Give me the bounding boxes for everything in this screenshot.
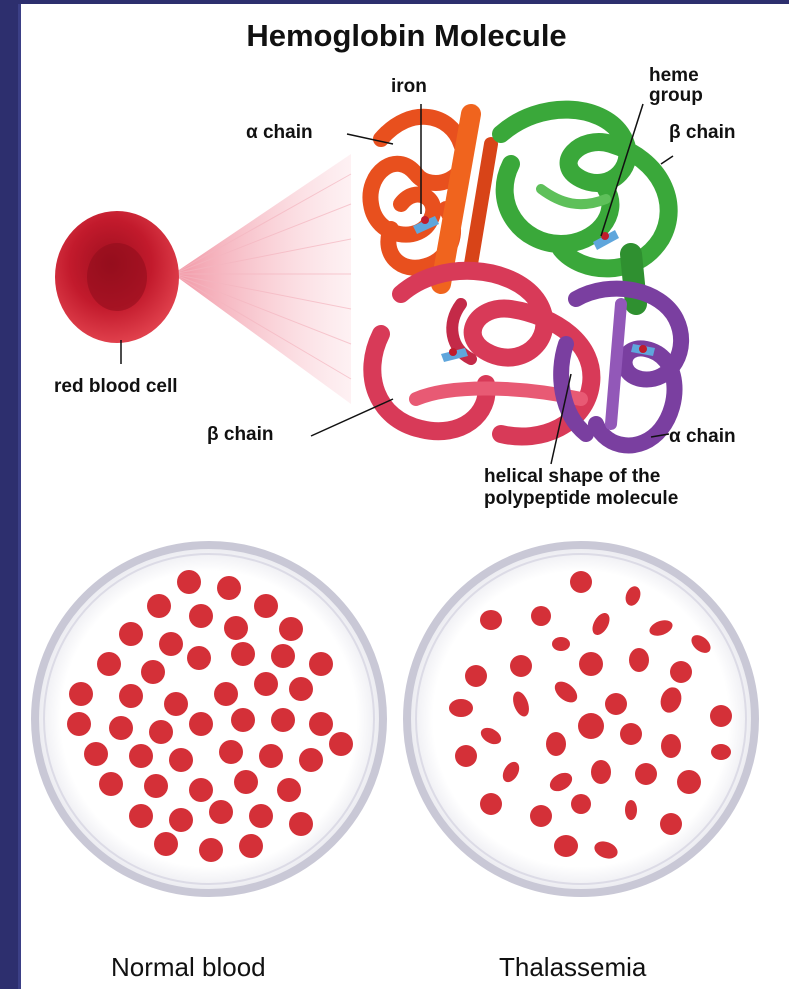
blood-cell bbox=[279, 617, 303, 641]
diagram-frame: Hemoglobin Molecule bbox=[18, 4, 789, 989]
blood-cell bbox=[189, 604, 213, 628]
label-beta-chain-bottom: β chain bbox=[207, 424, 274, 446]
blood-cell bbox=[531, 606, 551, 626]
blood-cell bbox=[199, 838, 223, 862]
blood-cell bbox=[99, 772, 123, 796]
blood-cell bbox=[169, 748, 193, 772]
blood-cell bbox=[84, 742, 108, 766]
blood-cell bbox=[289, 677, 313, 701]
blood-cell bbox=[710, 705, 732, 727]
blood-cell bbox=[129, 804, 153, 828]
blood-cell bbox=[189, 712, 213, 736]
blood-cell bbox=[219, 740, 243, 764]
label-red-blood-cell: red blood cell bbox=[54, 376, 178, 398]
blood-cell bbox=[309, 712, 333, 736]
blood-cell bbox=[277, 778, 301, 802]
blood-cell bbox=[159, 632, 183, 656]
blood-cell bbox=[510, 655, 532, 677]
blood-cell bbox=[119, 684, 143, 708]
label-helical-shape: helical shape of the polypeptide molecul… bbox=[484, 466, 678, 510]
blood-cell bbox=[97, 652, 121, 676]
blood-cell bbox=[309, 652, 333, 676]
blood-cell bbox=[449, 699, 473, 717]
blood-cell bbox=[67, 712, 91, 736]
blood-cell bbox=[217, 576, 241, 600]
label-heme-group: heme group bbox=[649, 66, 703, 106]
blood-cell bbox=[465, 665, 487, 687]
beta-chain-top-shape bbox=[501, 110, 669, 304]
blood-cell bbox=[591, 760, 611, 784]
caption-normal-blood: Normal blood bbox=[111, 952, 266, 983]
blood-cell bbox=[147, 594, 171, 618]
blood-cell bbox=[571, 794, 591, 814]
blood-cell bbox=[109, 716, 133, 740]
blood-cell bbox=[144, 774, 168, 798]
blood-cell bbox=[224, 616, 248, 640]
blood-cell bbox=[249, 804, 273, 828]
blood-cell bbox=[530, 805, 552, 827]
blood-cell bbox=[299, 748, 323, 772]
blood-cell bbox=[579, 652, 603, 676]
blood-cell bbox=[661, 734, 681, 758]
blood-cell bbox=[271, 644, 295, 668]
blood-cell bbox=[214, 682, 238, 706]
blood-cell bbox=[546, 732, 566, 756]
alpha-chain-bottom-shape bbox=[561, 289, 681, 446]
blood-cell bbox=[480, 610, 502, 630]
blood-cell bbox=[711, 744, 731, 760]
alpha-chain-top-shape bbox=[370, 114, 491, 284]
label-alpha-chain-top: α chain bbox=[246, 122, 313, 144]
blood-cell bbox=[329, 732, 353, 756]
blood-cell bbox=[625, 800, 637, 820]
blood-cell bbox=[254, 594, 278, 618]
blood-cell bbox=[554, 835, 578, 857]
blood-cell bbox=[177, 570, 201, 594]
blood-cell bbox=[129, 744, 153, 768]
blood-cell bbox=[189, 778, 213, 802]
blood-cell bbox=[154, 832, 178, 856]
blood-cell bbox=[271, 708, 295, 732]
blood-cell bbox=[605, 693, 627, 715]
blood-cell bbox=[570, 571, 592, 593]
blood-cell bbox=[141, 660, 165, 684]
blood-cell bbox=[635, 763, 657, 785]
blood-cell bbox=[187, 646, 211, 670]
blood-cell bbox=[289, 812, 313, 836]
caption-thalassemia: Thalassemia bbox=[499, 952, 646, 983]
blood-cell bbox=[552, 637, 570, 651]
blood-cell bbox=[234, 770, 258, 794]
blood-cell bbox=[455, 745, 477, 767]
blood-cell bbox=[620, 723, 642, 745]
blood-cell bbox=[231, 642, 255, 666]
blood-cell bbox=[629, 648, 649, 672]
blood-cell bbox=[149, 720, 173, 744]
label-beta-chain-top: β chain bbox=[669, 122, 736, 144]
blood-cell bbox=[670, 661, 692, 683]
label-iron: iron bbox=[391, 76, 427, 98]
blood-cell bbox=[169, 808, 193, 832]
blood-cell bbox=[119, 622, 143, 646]
blood-cell bbox=[231, 708, 255, 732]
label-alpha-chain-bottom: α chain bbox=[669, 426, 736, 448]
blood-cell bbox=[677, 770, 701, 794]
blood-cell bbox=[239, 834, 263, 858]
blood-cell bbox=[660, 813, 682, 835]
blood-cell bbox=[209, 800, 233, 824]
blood-cell bbox=[578, 713, 604, 739]
blood-cell bbox=[69, 682, 93, 706]
blood-cell bbox=[259, 744, 283, 768]
blood-cell bbox=[254, 672, 278, 696]
blood-cell bbox=[480, 793, 502, 815]
blood-cell bbox=[164, 692, 188, 716]
